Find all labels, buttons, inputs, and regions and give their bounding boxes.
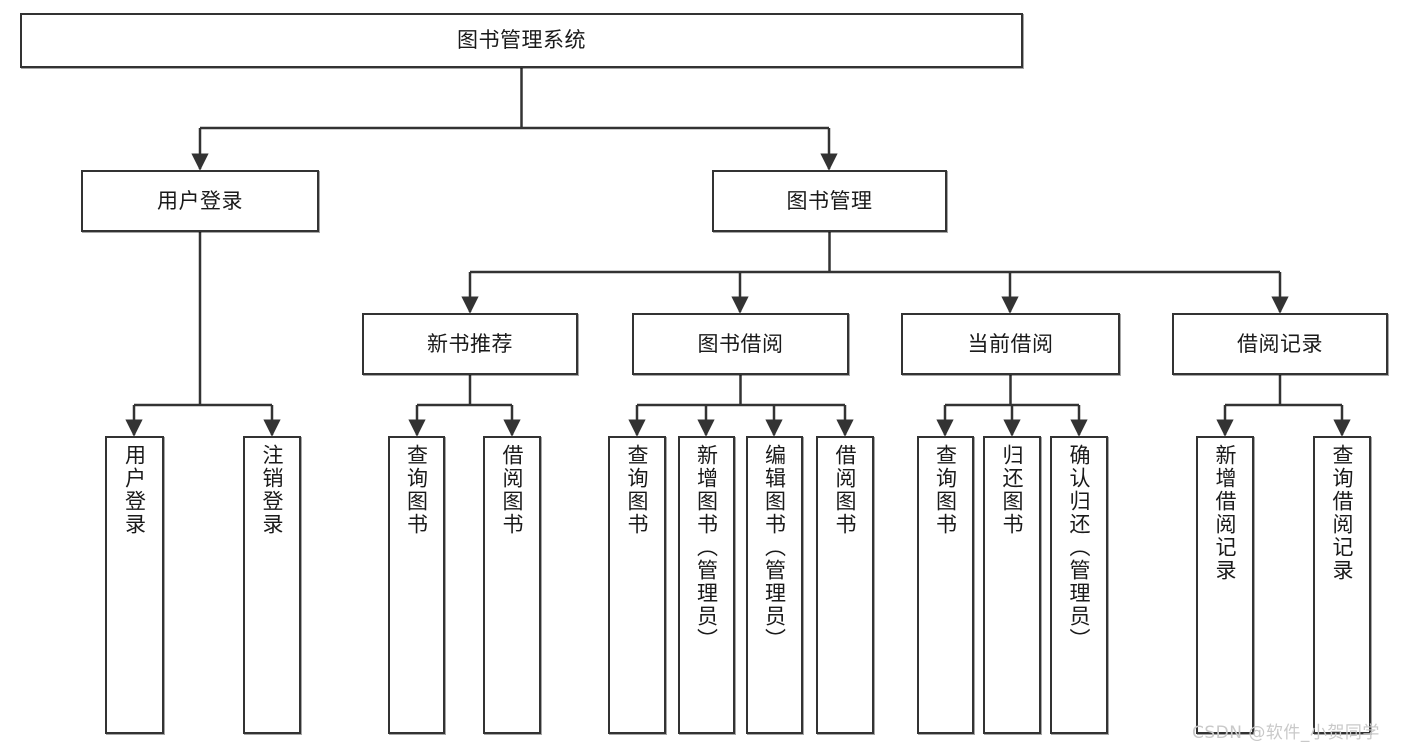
node-label: 当前借阅	[967, 331, 1054, 356]
node-label: 借阅记录	[1237, 331, 1323, 356]
leaf-node-leaf-record-query[interactable]: 查询借阅记录	[1313, 436, 1371, 734]
leaf-node-leaf-user-logout[interactable]: 注销登录	[243, 436, 301, 734]
level1-node-book-manage[interactable]: 图书管理	[712, 170, 947, 232]
root-node-root[interactable]: 图书管理系统	[20, 13, 1023, 68]
leaf-node-leaf-borrow-lend[interactable]: 借阅图书	[816, 436, 874, 734]
node-label: 编辑图书（管理员）	[762, 444, 787, 651]
node-label: 查询图书	[404, 444, 429, 536]
node-label: 查询图书	[933, 444, 958, 536]
node-label: 查询图书	[625, 444, 650, 536]
node-label: 用户登录	[122, 444, 147, 536]
leaf-node-leaf-borrow-edit[interactable]: 编辑图书（管理员）	[746, 436, 803, 734]
node-label: 借阅图书	[833, 444, 858, 536]
leaf-node-leaf-loan-return[interactable]: 归还图书	[983, 436, 1041, 734]
node-label: 图书借阅	[697, 331, 784, 356]
node-label: 图书管理系统	[457, 28, 586, 53]
leaf-node-leaf-rec-borrow[interactable]: 借阅图书	[483, 436, 541, 734]
node-label: 新增借阅记录	[1213, 444, 1238, 582]
level2-node-book-borrow[interactable]: 图书借阅	[632, 313, 849, 375]
node-label: 归还图书	[1000, 444, 1025, 536]
leaf-node-leaf-borrow-add[interactable]: 新增图书（管理员）	[678, 436, 735, 734]
level1-node-user-login[interactable]: 用户登录	[81, 170, 319, 232]
level2-node-current-loan[interactable]: 当前借阅	[901, 313, 1120, 375]
leaf-node-leaf-loan-query[interactable]: 查询图书	[917, 436, 974, 734]
leaf-node-leaf-rec-query[interactable]: 查询图书	[388, 436, 445, 734]
node-label: 用户登录	[157, 188, 243, 213]
node-label: 新增图书（管理员）	[694, 444, 719, 651]
node-label: 注销登录	[260, 444, 285, 536]
leaf-node-leaf-loan-confirm[interactable]: 确认归还（管理员）	[1050, 436, 1108, 734]
node-label: 查询借阅记录	[1330, 444, 1355, 582]
level2-node-new-book-rec[interactable]: 新书推荐	[362, 313, 578, 375]
leaf-node-leaf-record-add[interactable]: 新增借阅记录	[1196, 436, 1254, 734]
csdn-watermark: CSDN @软件_小贺同学	[1192, 723, 1380, 743]
node-label: 确认归还（管理员）	[1067, 444, 1092, 651]
leaf-node-leaf-borrow-query[interactable]: 查询图书	[608, 436, 666, 734]
node-label: 借阅图书	[500, 444, 525, 536]
node-label: 新书推荐	[427, 331, 513, 356]
node-label: 图书管理	[786, 188, 873, 213]
level2-node-loan-record[interactable]: 借阅记录	[1172, 313, 1388, 375]
leaf-node-leaf-user-login[interactable]: 用户登录	[105, 436, 164, 734]
